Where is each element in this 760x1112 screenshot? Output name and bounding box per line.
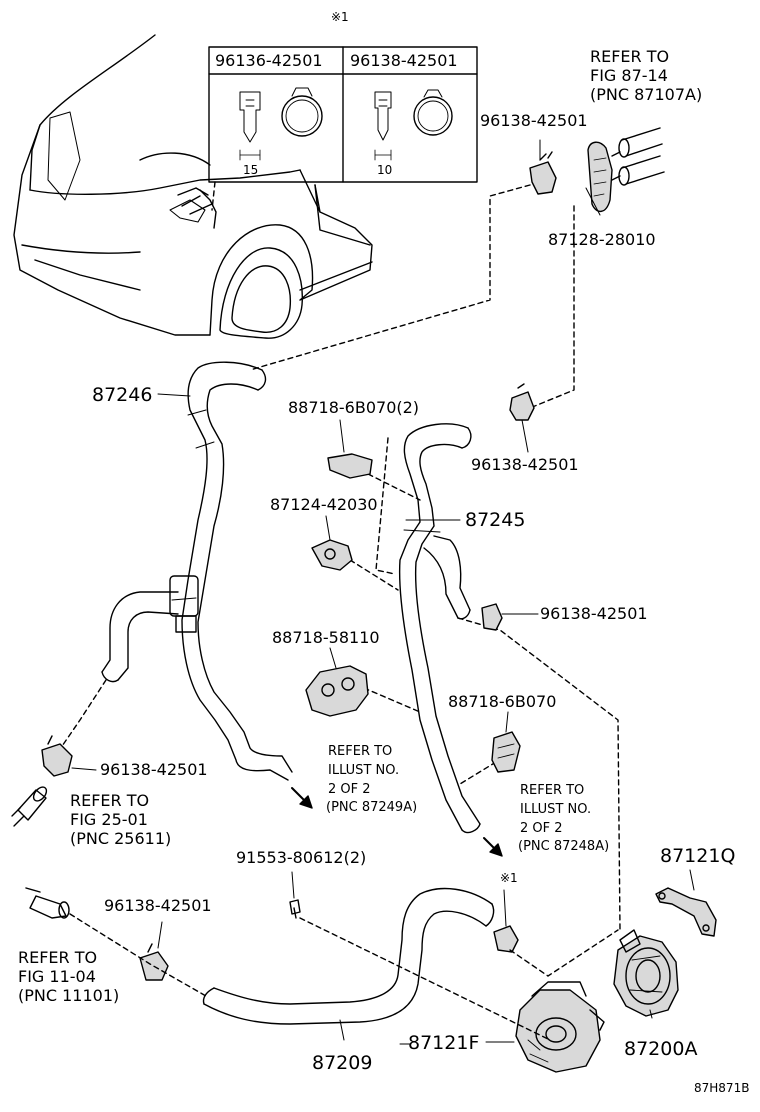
ref-illust-a-line4: (PNC 87249A) <box>326 800 418 815</box>
ref-fig-87-14-line3: (PNC 87107A) <box>590 85 703 104</box>
ref-illust-a-line3: 2 OF 2 <box>328 782 371 797</box>
ref-illust-b-line4: (PNC 87248A) <box>518 839 610 854</box>
clamp-88718-6b070-2 <box>327 419 373 479</box>
bracket-88718-58110 <box>305 647 369 717</box>
ref-fig-25-01-line2: FIG 25-01 <box>70 810 148 829</box>
part-label-88718-6b070-2: 88718-6B070(2) <box>288 398 420 417</box>
part-label-87246: 87246 <box>92 384 153 406</box>
hose-87245 <box>349 423 621 931</box>
ref-illust-b-line2: ILLUST NO. <box>520 802 592 817</box>
ref-fig-87-14-line1: REFER TO <box>590 47 670 66</box>
clamp-88718-6b070 <box>491 711 521 773</box>
table-dim-1: 15 <box>243 163 259 177</box>
pump-bracket-87121f <box>485 981 605 1073</box>
ref-illust-a-line2: ILLUST NO. <box>328 763 400 778</box>
ref-illust-a-line1: REFER TO <box>328 744 393 759</box>
part-label-87121q: 87121Q <box>660 845 736 867</box>
refer-arrow-87249a <box>291 787 313 809</box>
part-label-91553-80612-2: 91553-80612(2) <box>236 848 367 867</box>
part-label-87128-28010: 87128-28010 <box>548 230 656 249</box>
ref-fig-11-04-line2: FIG 11-04 <box>18 967 96 986</box>
ref-fig-25-01-line3: (PNC 25611) <box>70 829 172 848</box>
pipe-fig-25-01 <box>11 786 48 827</box>
part-label-87124-42030: 87124-42030 <box>270 495 378 514</box>
part-label-88718-6b070: 88718-6B070 <box>448 692 557 711</box>
table-header-1: 96136-42501 <box>215 51 323 70</box>
ref-fig-87-14-line2: FIG 87-14 <box>590 66 668 85</box>
ref-fig-11-04-line3: (PNC 11101) <box>18 986 120 1005</box>
ref-fig-11-04-line1: REFER TO <box>18 948 98 967</box>
part-label-96138-top: 96138-42501 <box>480 111 588 130</box>
clamp-87124-42030 <box>311 515 353 571</box>
refer-arrow-87248a <box>483 837 503 857</box>
clamp-96138-left <box>41 735 97 777</box>
table-header-2: 96138-42501 <box>350 51 458 70</box>
grommet-and-pipes <box>249 127 665 411</box>
hose-87246 <box>57 361 293 781</box>
vehicle-front-illustration <box>13 34 373 339</box>
part-label-96138-right: 96138-42501 <box>540 604 648 623</box>
part-label-96138-left: 96138-42501 <box>100 760 208 779</box>
table-note-mark: ※1 <box>331 10 349 24</box>
part-label-96138-low: 96138-42501 <box>104 896 212 915</box>
part-label-87121f: 87121F <box>408 1032 480 1054</box>
table-dim-2: 10 <box>377 163 393 177</box>
part-label-87209: 87209 <box>312 1052 373 1074</box>
clamp-96138-mid <box>509 383 535 453</box>
water-pump-87200a <box>613 929 679 1017</box>
ref-illust-b-line1: REFER TO <box>520 783 585 798</box>
part-label-87245: 87245 <box>465 509 526 531</box>
clamp-note-1-lower <box>493 889 619 977</box>
ref-fig-25-01-line1: REFER TO <box>70 791 150 810</box>
part-label-88718-58110: 88718-58110 <box>272 628 380 647</box>
figure-code: 87H871B <box>694 1081 750 1095</box>
bracket-87121q <box>655 869 717 937</box>
pipe-fig-11-04 <box>25 887 207 997</box>
part-label-87200a: 87200A <box>624 1038 698 1060</box>
clamp-96138-right <box>481 603 539 631</box>
clamp-note-mark: ※1 <box>500 871 518 885</box>
ref-illust-b-line3: 2 OF 2 <box>520 821 563 836</box>
hose-87209 <box>202 887 495 1041</box>
clamp-spec-table <box>208 46 478 211</box>
part-label-96138-mid: 96138-42501 <box>471 455 579 474</box>
leader-lines <box>157 393 653 1045</box>
bolt-91553 <box>289 871 551 1041</box>
